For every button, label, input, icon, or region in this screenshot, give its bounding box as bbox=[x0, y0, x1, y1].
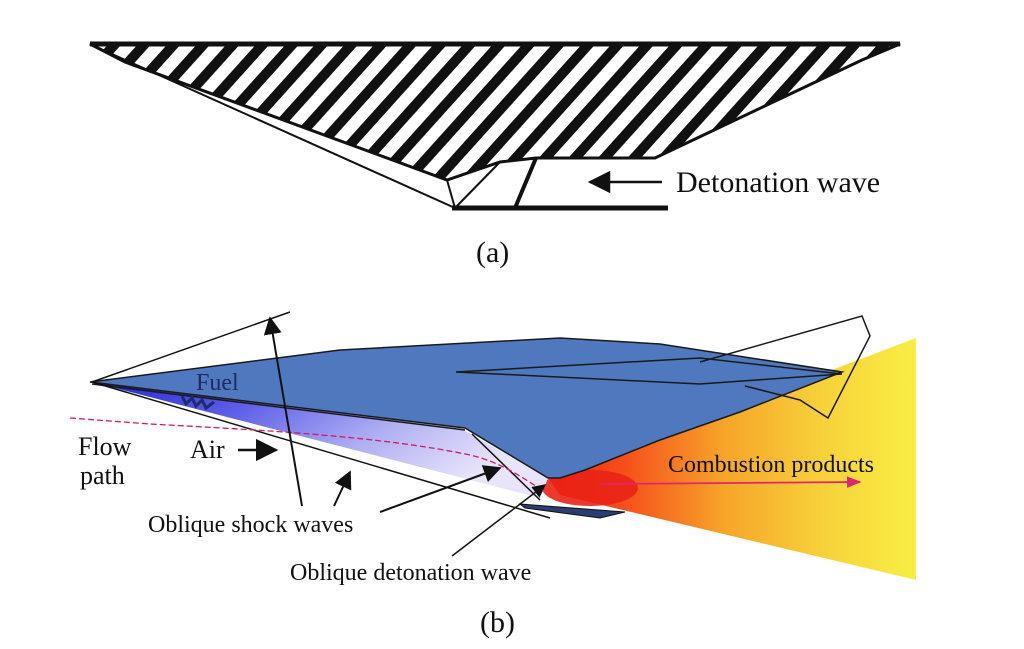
fuel-label: Fuel bbox=[196, 370, 239, 396]
caption-a: (a) bbox=[476, 236, 509, 269]
nozzle-lip bbox=[518, 503, 626, 519]
wing-outline bbox=[455, 357, 843, 385]
exhaust-streamline bbox=[599, 476, 862, 488]
shock-leader-1 bbox=[263, 316, 303, 507]
lower-shock-line bbox=[91, 381, 551, 519]
hatched-wall bbox=[89, 42, 901, 182]
oblique-detonation-wave-label: Oblique detonation wave bbox=[290, 560, 531, 586]
flow-path-label-line1: Flow bbox=[78, 432, 132, 461]
detonation-wave-line bbox=[513, 157, 538, 209]
shock-leader-2 bbox=[333, 470, 352, 507]
upper-shock-line bbox=[91, 311, 291, 383]
air-label: Air bbox=[190, 435, 225, 464]
intake-ramp bbox=[91, 383, 466, 431]
flow-streamline bbox=[69, 417, 543, 491]
combustion-products-label: Combustion products bbox=[668, 452, 874, 478]
detonation-wave-label: Detonation wave bbox=[676, 166, 880, 199]
flow-path-label-line2: path bbox=[80, 461, 125, 490]
vehicle-body bbox=[89, 337, 845, 479]
fuel-injectors bbox=[180, 395, 215, 411]
panel-a: Detonation wave (a) bbox=[89, 41, 901, 269]
oblique-detonation-line bbox=[471, 433, 541, 501]
detonation-leader bbox=[451, 484, 547, 557]
inlet-shock-line bbox=[454, 161, 501, 209]
shock-leader-3 bbox=[379, 465, 502, 513]
intake-flow-region bbox=[92, 382, 548, 498]
oblique-shock-waves-label: Oblique shock waves bbox=[148, 512, 353, 538]
combustion-plume bbox=[548, 338, 916, 580]
panel-b: Fuel Air Flow path Oblique shock waves O… bbox=[69, 311, 916, 639]
caption-b: (b) bbox=[480, 606, 515, 639]
tail-fin bbox=[699, 315, 871, 420]
detonation-flame bbox=[542, 470, 638, 506]
